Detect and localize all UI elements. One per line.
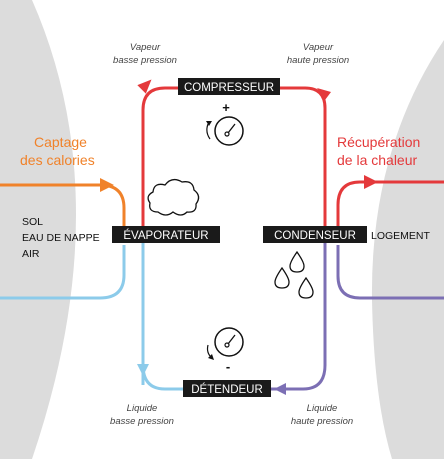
source-title-line1: Captage — [34, 134, 87, 150]
source-title-line2: des calories — [20, 152, 95, 168]
cycle-left-upper — [141, 86, 180, 235]
compressor-box: COMPRESSEUR — [178, 78, 280, 95]
evaporator-box: ÉVAPORATEUR — [112, 226, 220, 243]
output-out-line — [336, 180, 444, 235]
cycle-bottom-left — [141, 330, 185, 391]
water-drops-icon — [274, 250, 314, 299]
vapor-high-line2: haute pression — [287, 55, 349, 66]
arrow-left-bottom — [137, 364, 149, 376]
expansion-valve-gauge-icon: - — [206, 327, 244, 374]
condenser-label: CONDENSEUR — [274, 230, 356, 242]
source-item-air: AIR — [22, 248, 40, 260]
source-item-sol: SOL — [22, 216, 43, 228]
output-title-line1: Récupération — [337, 134, 420, 150]
vapor-high-line1: Vapeur — [303, 42, 334, 53]
cycle-top — [278, 86, 327, 235]
liquid-low-line1: Liquide — [127, 403, 158, 414]
arrow-left-top — [137, 79, 152, 94]
output-target-logement: LOGEMENT — [371, 230, 431, 242]
liquid-high-line1: Liquide — [307, 403, 338, 414]
evaporator-label: ÉVAPORATEUR — [123, 229, 208, 242]
compressor-label: COMPRESSEUR — [184, 82, 274, 94]
cloud-icon — [147, 178, 200, 216]
minus-sign: - — [226, 359, 230, 374]
expansion-valve-label: DÉTENDEUR — [191, 383, 263, 396]
output-return-line — [336, 245, 444, 300]
left-gray-shape — [0, 0, 76, 459]
vapor-low-line2: basse pression — [113, 55, 177, 66]
expansion-valve-box: DÉTENDEUR — [183, 380, 271, 397]
liquid-low-line2: basse pression — [110, 416, 174, 427]
source-item-eau-de-nappe: EAU DE NAPPE — [22, 232, 100, 244]
output-out-arrow — [364, 175, 378, 189]
condenser-box: CONDENSEUR — [263, 226, 367, 243]
liquid-high-line2: haute pression — [291, 416, 353, 427]
vapor-low-line1: Vapeur — [130, 42, 161, 53]
right-gray-shape — [371, 40, 444, 459]
source-out-line — [0, 245, 126, 300]
arrow-right-bottom — [274, 383, 286, 395]
cycle-right-lower — [271, 235, 327, 391]
output-title-line2: de la chaleur — [337, 152, 418, 168]
plus-sign: + — [222, 100, 230, 115]
source-in-arrow — [100, 178, 114, 192]
arrow-right-top — [317, 88, 331, 100]
compressor-gauge-icon: + — [206, 100, 244, 146]
